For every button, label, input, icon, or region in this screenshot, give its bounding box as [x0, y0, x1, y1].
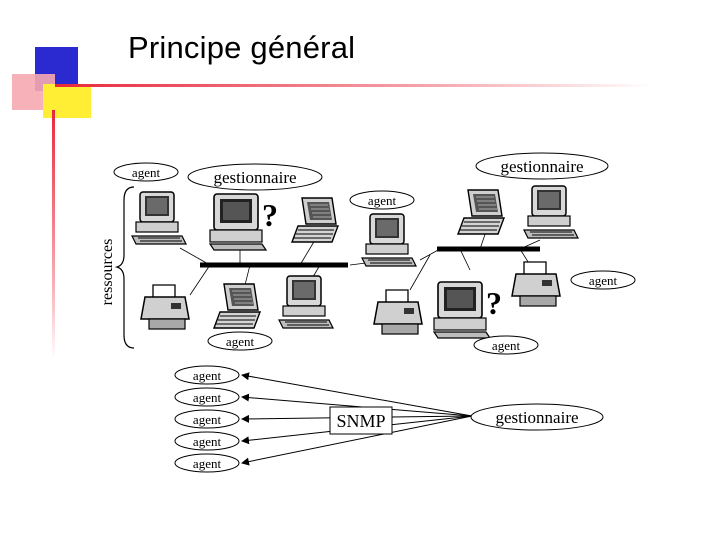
agent-desktop-top-right [524, 186, 578, 238]
manager-workstation-left [210, 194, 266, 250]
snmp-agent-5: agent [175, 454, 239, 472]
svg-text:agent: agent [193, 368, 222, 383]
agent-desktop-bottom [279, 276, 333, 328]
agent-desktop-top-middle [362, 214, 416, 266]
label-agent-right: agent [571, 271, 635, 289]
svg-text:agent: agent [226, 334, 255, 349]
agent-laptop-top [292, 198, 338, 242]
svg-text:gestionnaire: gestionnaire [500, 157, 583, 176]
agent-printer-bottom-middle [374, 290, 422, 334]
svg-text:agent: agent [368, 193, 397, 208]
svg-text:agent: agent [132, 165, 161, 180]
svg-text:gestionnaire: gestionnaire [213, 168, 296, 187]
question-mark-left: ? [262, 197, 278, 233]
agent-printer-right [512, 262, 560, 306]
manager-workstation-right [434, 282, 490, 338]
label-agent-top-middle: agent [350, 191, 414, 209]
label-agent-bottom-right: agent [474, 336, 538, 354]
snmp-agent-1: agent [175, 366, 239, 384]
question-mark-right: ? [486, 285, 502, 321]
snmp-agent-2: agent [175, 388, 239, 406]
snmp-protocol-box: SNMP [330, 407, 392, 434]
svg-text:agent: agent [492, 338, 521, 353]
svg-text:SNMP: SNMP [336, 411, 385, 431]
manager-laptop-right [458, 190, 504, 234]
svg-text:agent: agent [193, 390, 222, 405]
label-agent-bottom-left: agent [208, 332, 272, 350]
resources-label: ressources [99, 239, 116, 306]
agent-laptop-bottom [214, 284, 260, 328]
agent-desktop-top-left [132, 192, 186, 244]
svg-text:agent: agent [193, 456, 222, 471]
snmp-agent-3: agent [175, 410, 239, 428]
snmp-manager: gestionnaire [471, 404, 603, 430]
label-manager-top-left: gestionnaire [188, 164, 322, 190]
resources-brace [117, 187, 134, 348]
svg-text:agent: agent [193, 434, 222, 449]
svg-text:agent: agent [193, 412, 222, 427]
snmp-agent-4: agent [175, 432, 239, 450]
svg-text:agent: agent [589, 273, 618, 288]
label-agent-top-left: agent [114, 163, 178, 181]
agent-printer-bottom-left [141, 285, 189, 329]
svg-text:gestionnaire: gestionnaire [495, 408, 578, 427]
label-manager-top-right: gestionnaire [476, 153, 608, 179]
